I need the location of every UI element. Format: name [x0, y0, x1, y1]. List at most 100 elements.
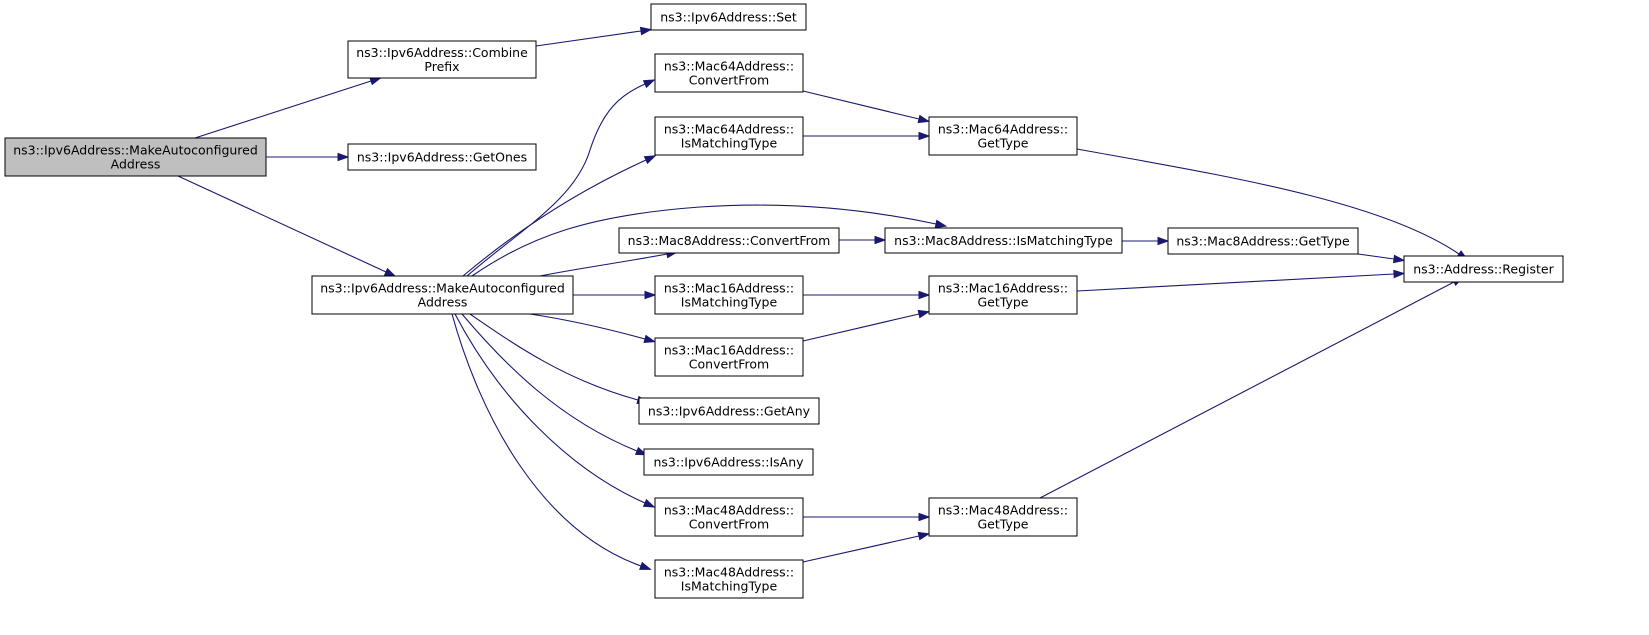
- edge-line: [469, 313, 639, 401]
- edge-mac-to-m48imt: [451, 313, 652, 570]
- node-label-line: ns3::Mac48Address::: [664, 503, 794, 518]
- node-reg[interactable]: ns3::Address::Register: [1403, 255, 1564, 283]
- node-label-line: ns3::Address::Register: [1413, 262, 1554, 277]
- edge-line: [454, 313, 646, 504]
- edge-line: [802, 313, 920, 342]
- node-label-line: GetType: [978, 517, 1029, 532]
- edge-m48imt-to-m48gt: [802, 531, 931, 563]
- node-label-line: ns3::Mac64Address::: [938, 122, 1068, 137]
- node-m64imt[interactable]: ns3::Mac64Address::IsMatchingType: [654, 116, 804, 156]
- edge-line: [802, 535, 920, 563]
- node-label-line: ns3::Ipv6Address::IsAny: [653, 455, 804, 470]
- node-label-line: ConvertFrom: [689, 73, 769, 88]
- node-box: [643, 448, 814, 476]
- edge-mac-to-m64cf: [466, 79, 656, 277]
- node-label-line: Prefix: [424, 59, 459, 74]
- node-set[interactable]: ns3::Ipv6Address::Set: [650, 3, 807, 31]
- edge-line: [1076, 148, 1460, 255]
- node-label-line: ns3::Ipv6Address::MakeAutoconfigured: [13, 143, 258, 158]
- edge-m16cf-to-m16gt: [802, 309, 931, 342]
- node-box: [654, 559, 804, 599]
- edge-m16gt-to-reg: [1076, 269, 1406, 292]
- arrowhead: [918, 131, 931, 141]
- node-label-line: IsMatchingType: [681, 136, 778, 151]
- edge-line: [466, 83, 646, 277]
- node-m64cf[interactable]: ns3::Mac64Address::ConvertFrom: [654, 53, 804, 93]
- arrowhead: [1157, 236, 1170, 246]
- node-box: [884, 227, 1123, 254]
- node-label-line: ns3::Ipv6Address::Set: [660, 10, 797, 25]
- node-label-line: GetType: [978, 136, 1029, 151]
- arrowhead: [383, 267, 397, 277]
- node-m16gt[interactable]: ns3::Mac16Address::GetType: [928, 275, 1078, 315]
- node-getones[interactable]: ns3::Ipv6Address::GetOnes: [347, 143, 537, 171]
- edges-layer: [177, 26, 1469, 570]
- edge-root-to-mac: [177, 175, 397, 277]
- node-mac[interactable]: ns3::Ipv6Address::MakeAutoconfiguredAddr…: [311, 275, 574, 315]
- node-isany[interactable]: ns3::Ipv6Address::IsAny: [643, 448, 814, 476]
- edge-line: [461, 313, 638, 452]
- node-m16imt[interactable]: ns3::Mac16Address::IsMatchingType: [654, 275, 804, 315]
- edge-mac-to-m48cf: [454, 313, 656, 508]
- node-root: ns3::Ipv6Address::MakeAutoconfiguredAddr…: [4, 137, 267, 177]
- node-label-line: ns3::Ipv6Address::MakeAutoconfigured: [320, 281, 565, 296]
- node-label-line: ConvertFrom: [689, 517, 769, 532]
- arrowhead: [639, 26, 653, 36]
- node-box: [347, 143, 537, 171]
- node-label-line: Address: [111, 157, 161, 172]
- node-box: [618, 227, 840, 254]
- edge-mac-to-m8cf: [539, 249, 679, 277]
- edge-line: [802, 90, 920, 120]
- node-label-line: ns3::Ipv6Address::GetOnes: [357, 150, 527, 165]
- node-label-line: Address: [418, 295, 468, 310]
- node-getany[interactable]: ns3::Ipv6Address::GetAny: [638, 397, 820, 425]
- node-m8imt[interactable]: ns3::Mac8Address::IsMatchingType: [884, 227, 1123, 254]
- node-label-line: ns3::Mac64Address::: [664, 122, 794, 137]
- node-box: [1403, 255, 1564, 283]
- edge-line: [539, 253, 668, 277]
- arrowhead: [644, 290, 657, 300]
- edge-line: [471, 204, 937, 277]
- node-label-line: ConvertFrom: [689, 357, 769, 372]
- arrowhead: [918, 512, 931, 522]
- edge-root-to-getones: [266, 152, 350, 162]
- node-box: [654, 53, 804, 93]
- node-label-line: ns3::Mac16Address::: [938, 281, 1068, 296]
- arrowhead: [642, 498, 656, 508]
- node-m48imt[interactable]: ns3::Mac48Address::IsMatchingType: [654, 559, 804, 599]
- arrowhead: [639, 561, 652, 570]
- node-m8gt[interactable]: ns3::Mac8Address::GetType: [1167, 227, 1359, 255]
- node-box: [928, 497, 1078, 537]
- edge-m64imt-to-m64gt: [803, 131, 931, 141]
- node-label-line: ns3::Mac48Address::: [938, 503, 1068, 518]
- node-box: [311, 275, 574, 315]
- node-m8cf[interactable]: ns3::Mac8Address::ConvertFrom: [618, 227, 840, 254]
- arrowhead: [337, 152, 350, 162]
- arrowhead: [1393, 269, 1406, 279]
- arrowhead: [917, 309, 931, 319]
- arrowhead: [642, 79, 656, 89]
- node-label-line: ns3::Mac48Address::: [664, 565, 794, 580]
- edge-line: [451, 313, 642, 567]
- edge-m64cf-to-m64gt: [802, 90, 931, 124]
- edge-line: [529, 313, 646, 340]
- arrowhead: [934, 219, 948, 229]
- node-box: [654, 337, 804, 377]
- node-m48gt[interactable]: ns3::Mac48Address::GetType: [928, 497, 1078, 537]
- edge-m48gt-to-reg: [1039, 276, 1465, 499]
- edge-mac-to-isany: [461, 313, 648, 456]
- edge-m8gt-to-reg: [1357, 253, 1406, 264]
- node-box: [654, 275, 804, 315]
- node-m16cf[interactable]: ns3::Mac16Address::ConvertFrom: [654, 337, 804, 377]
- edge-line: [535, 30, 642, 47]
- node-label-line: ns3::Ipv6Address::Combine: [356, 45, 528, 60]
- node-m64gt[interactable]: ns3::Mac64Address::GetType: [928, 116, 1078, 156]
- node-box: [650, 3, 807, 31]
- node-box: [654, 497, 804, 537]
- edge-line: [462, 159, 647, 277]
- node-box: [1167, 227, 1359, 255]
- node-box: [928, 116, 1078, 156]
- node-m48cf[interactable]: ns3::Mac48Address::ConvertFrom: [654, 497, 804, 537]
